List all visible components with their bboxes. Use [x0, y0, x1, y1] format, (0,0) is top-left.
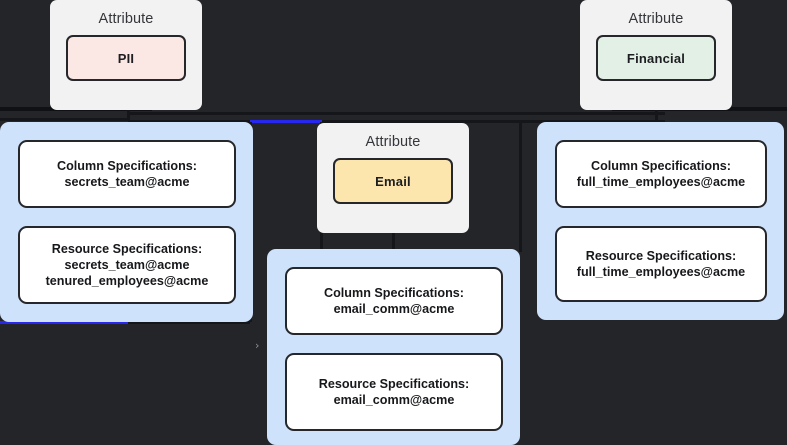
chevron-right-icon[interactable]: › — [255, 339, 260, 352]
spec-box-value: tenured_employees@acme — [45, 274, 209, 289]
spec-box-resource-specifications[interactable]: Resource Specifications: email_comm@acme — [285, 353, 503, 431]
edge-right-vertical — [519, 122, 522, 252]
attribute-chip-financial[interactable]: Financial — [596, 35, 716, 81]
spec-box-resource-specifications[interactable]: Resource Specifications: full_time_emplo… — [555, 226, 767, 302]
spec-box-column-specifications[interactable]: Column Specifications: secrets_team@acme — [18, 140, 236, 208]
attribute-card-email[interactable]: Attribute Email — [317, 123, 469, 233]
spec-box-heading: Resource Specifications: — [51, 241, 203, 256]
attribute-card-financial[interactable]: Attribute Financial — [580, 0, 732, 110]
spec-box-resource-specifications[interactable]: Resource Specifications: secrets_team@ac… — [18, 226, 236, 304]
spec-box-heading: Column Specifications: — [324, 285, 464, 300]
spec-box-heading: Resource Specifications: — [318, 376, 470, 391]
edge-highlight-email-top — [250, 120, 322, 123]
edge-pii-branch-horizontal — [0, 118, 128, 121]
spec-box-column-specifications[interactable]: Column Specifications: full_time_employe… — [555, 140, 767, 208]
spec-box-value: full_time_employees@acme — [576, 175, 746, 189]
attribute-chip-email[interactable]: Email — [333, 158, 453, 204]
edge-financial-branch-horizontal — [128, 112, 665, 115]
spec-box-column-specifications[interactable]: Column Specifications: email_comm@acme — [285, 267, 503, 335]
spec-box-heading: Resource Specifications: — [585, 248, 737, 263]
spec-box-value: full_time_employees@acme — [576, 265, 746, 279]
edge-mid-rail — [128, 120, 665, 123]
spec-box-value: email_comm@acme — [333, 302, 455, 316]
edge-highlight-pii-bottom — [0, 321, 128, 324]
spec-box-heading: Column Specifications: — [591, 158, 731, 173]
spec-box-value: email_comm@acme — [333, 393, 455, 407]
edge-pii-drop — [127, 107, 130, 121]
attribute-chip-pii[interactable]: PII — [66, 35, 186, 81]
spec-group-email: Column Specifications: email_comm@acme R… — [267, 249, 520, 445]
spec-group-financial: Column Specifications: full_time_employe… — [537, 122, 784, 320]
spec-box-value: secrets_team@acme — [64, 175, 190, 189]
attribute-card-pii[interactable]: Attribute PII — [50, 0, 202, 110]
spec-box-heading: Column Specifications: — [57, 158, 197, 173]
edge-pii-bottom-rail — [128, 321, 250, 324]
edge-financial-drop — [655, 107, 658, 123]
edge-email-drop — [392, 228, 395, 249]
spec-box-value: secrets_team@acme — [64, 257, 190, 272]
attribute-card-title: Attribute — [628, 11, 684, 27]
spec-group-pii: Column Specifications: secrets_team@acme… — [0, 122, 253, 322]
attribute-card-title: Attribute — [98, 11, 154, 27]
attribute-card-title: Attribute — [365, 134, 421, 150]
